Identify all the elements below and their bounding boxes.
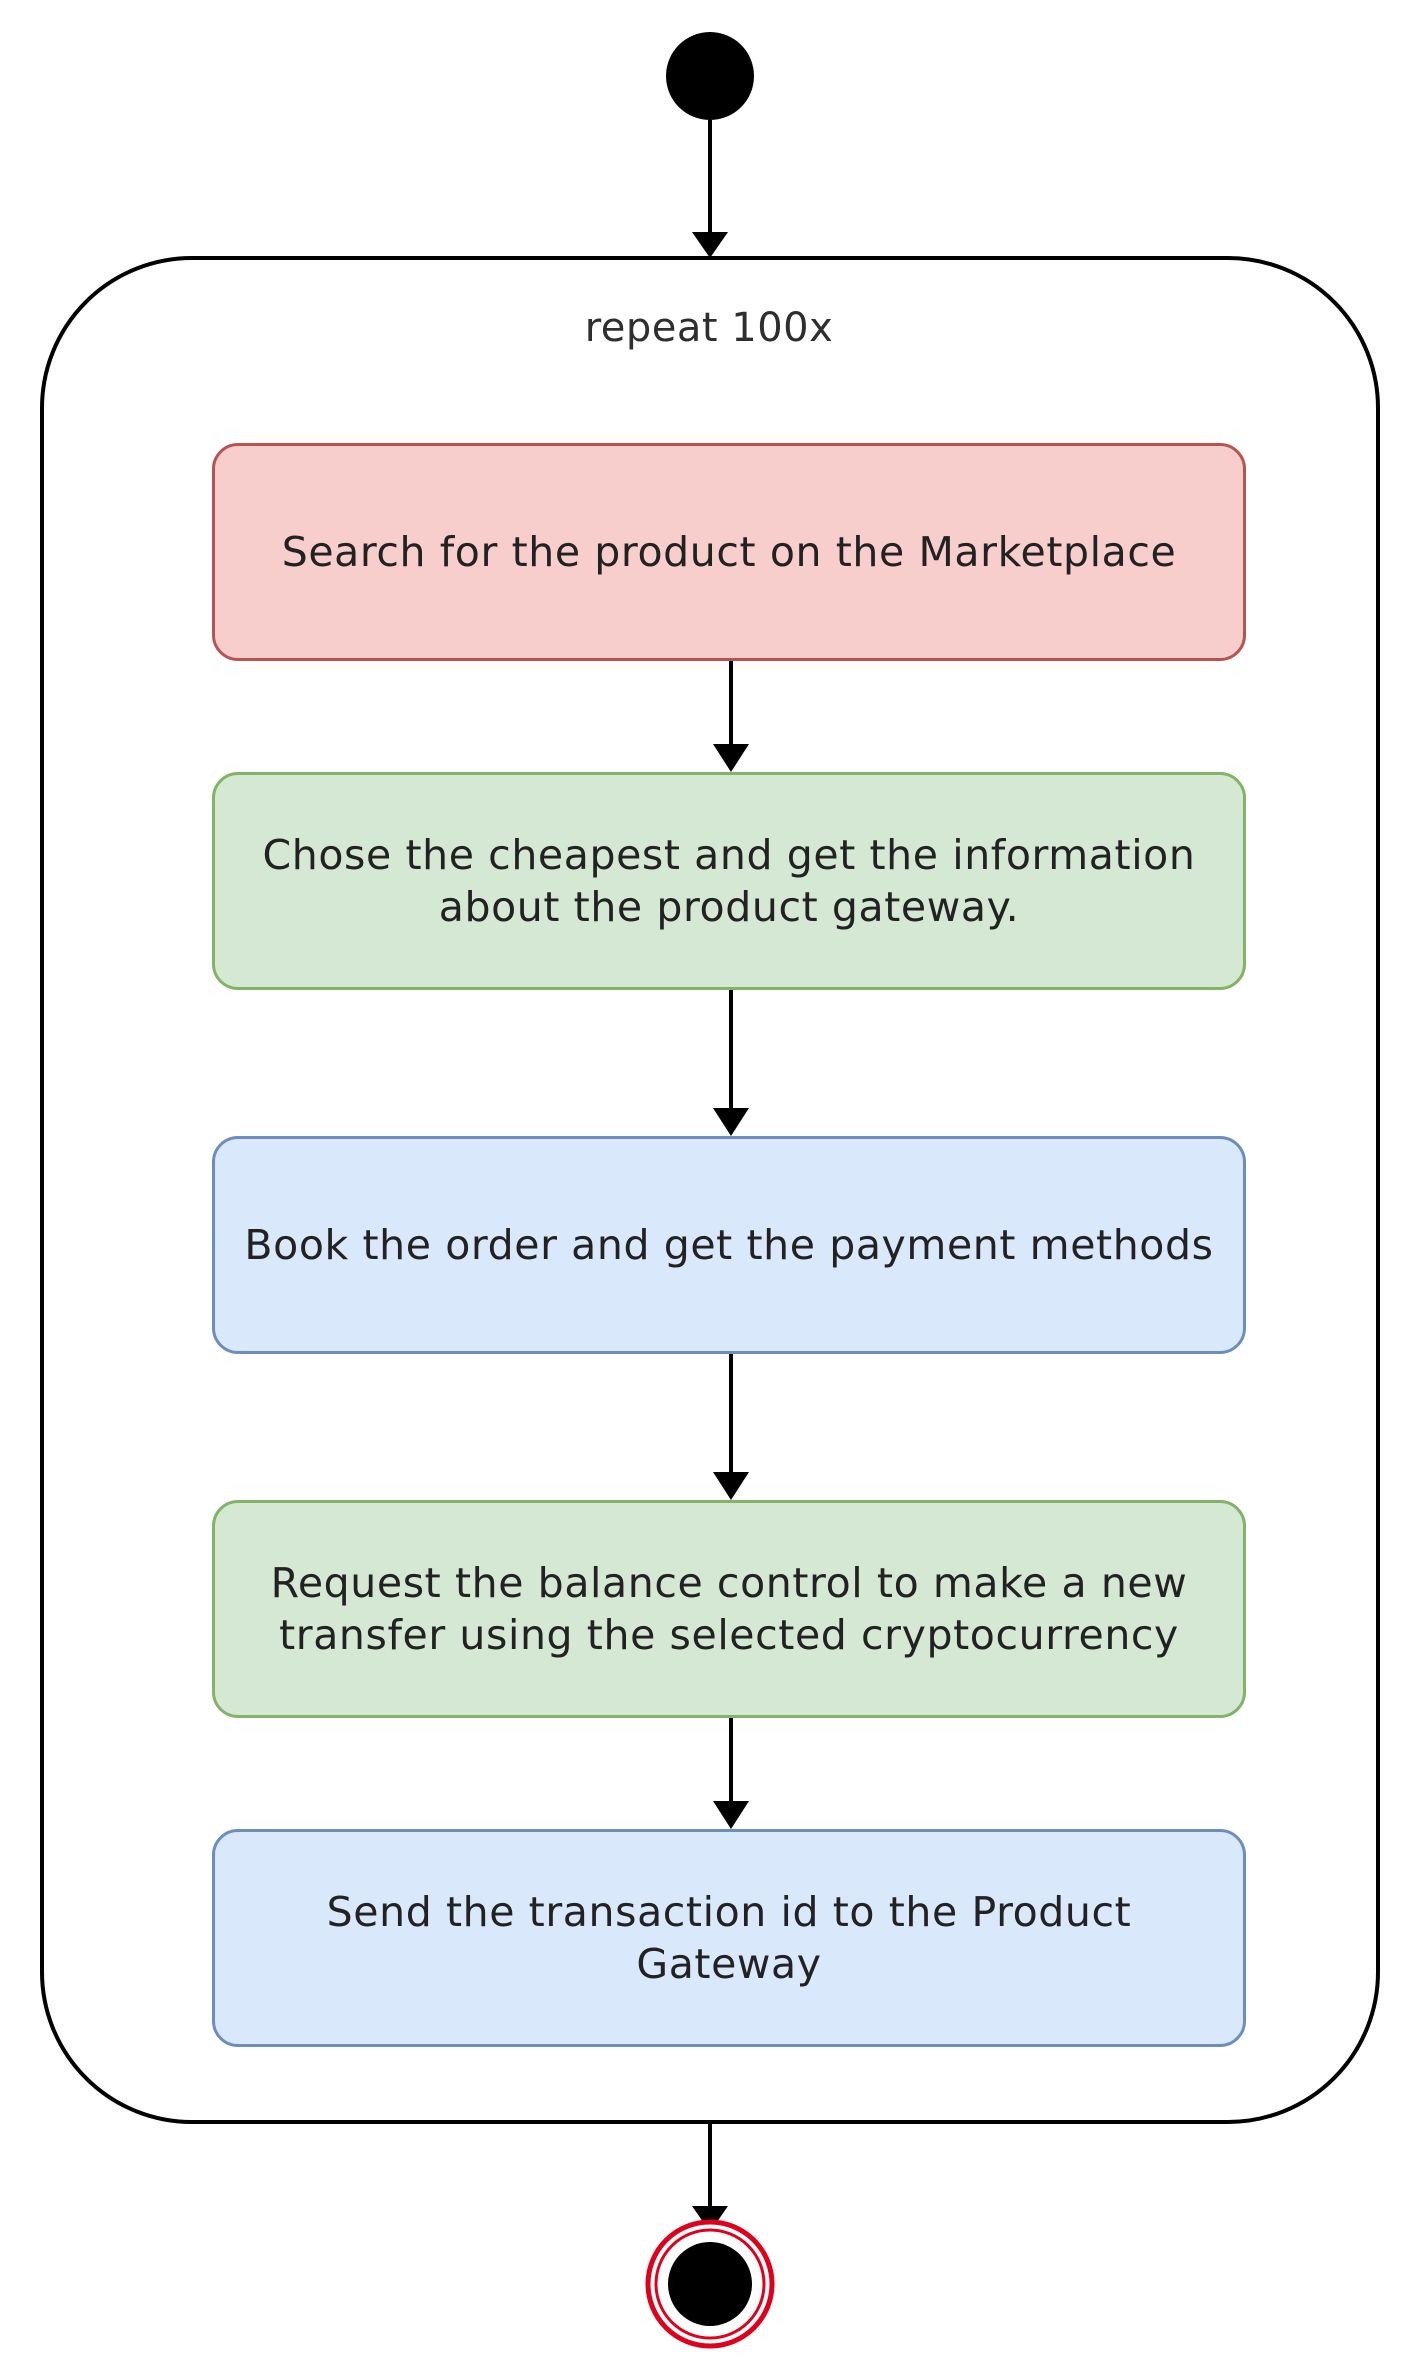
flow-arrowhead-4-5 [713, 1801, 749, 1829]
flow-arrowhead-end [692, 2206, 728, 2232]
loop-label: repeat 100x [584, 305, 834, 351]
activity-request-transfer: Request the balance control to make a ne… [212, 1500, 1246, 1718]
activity-book-order: Book the order and get the payment metho… [212, 1136, 1246, 1354]
final-node [668, 2242, 752, 2326]
activity-label: Request the balance control to make a ne… [270, 1559, 1188, 1659]
activity-label: Send the transaction id to the Product G… [326, 1888, 1132, 1988]
activity-label: Book the order and get the payment metho… [244, 1221, 1214, 1269]
initial-node [666, 32, 754, 120]
flow-arrowhead-2-3 [713, 1108, 749, 1136]
flow-arrowhead-start [692, 232, 728, 258]
activity-label: Chose the cheapest and get the informati… [262, 831, 1196, 931]
activity-choose-cheapest: Chose the cheapest and get the informati… [212, 772, 1246, 990]
final-node-ring-inner [654, 2228, 766, 2340]
flow-arrowhead-1-2 [713, 744, 749, 772]
activity-send-transaction-id: Send the transaction id to the Product G… [212, 1829, 1246, 2047]
activity-search-product: Search for the product on the Marketplac… [212, 443, 1246, 661]
activity-label: Search for the product on the Marketplac… [281, 528, 1177, 576]
flow-arrowhead-3-4 [713, 1472, 749, 1500]
